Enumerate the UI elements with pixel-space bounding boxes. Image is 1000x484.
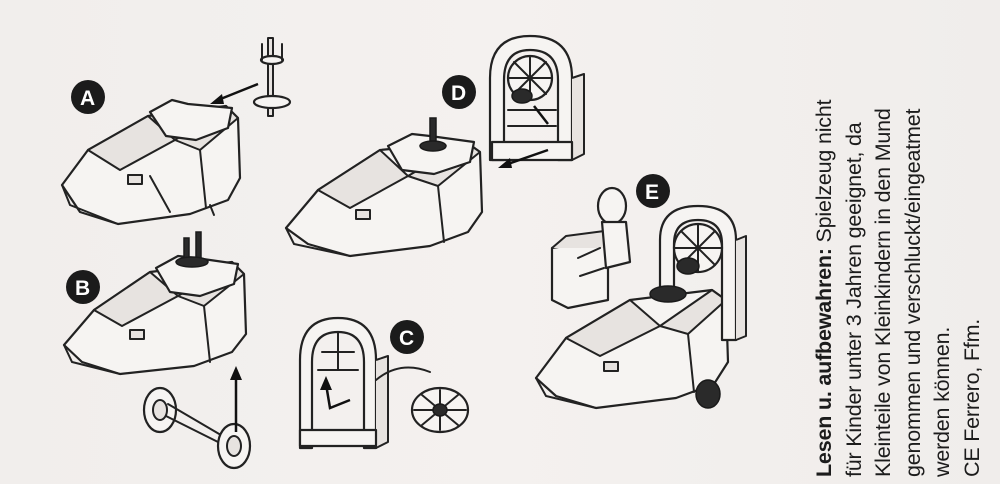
step-d-badge: D [442,75,476,109]
warning-line-1: Lesen u. aufbewahren: Spielzeug nicht [810,17,840,477]
step-b-label: B [75,277,90,300]
step-e-badge: E [636,174,670,208]
warning-line-1-rest: Spielzeug nicht [812,99,836,249]
step-d-illustration: D [284,34,585,258]
warning-heading: Lesen u. aufbewahren: [812,248,836,477]
assembly-illustrations: A B [60,34,747,470]
warning-line-6: CE Ferrero, Ffm. [958,17,988,477]
step-c-badge: C [390,320,424,354]
step-b-illustration: B [62,231,252,470]
step-d-label: D [451,82,466,105]
safety-warning-panel: Lesen u. aufbewahren: Spielzeug nicht fü… [800,0,1000,484]
step-b-badge: B [66,270,100,304]
ce-mark: CE [959,447,984,477]
step-a-badge: A [71,80,105,114]
step-e-label: E [645,181,659,204]
warning-line-2: für Kinder unter 3 Jahren geeignet, da [841,122,866,477]
brand-text: Ferrero, Ffm. [959,318,984,448]
warning-line-5: werden können. [930,326,954,477]
step-a-label: A [80,87,95,110]
warning-line-4: genommen und verschluckt/eingeatmet [900,108,925,477]
warning-line-3: Kleinteile von Kleinkindern in den Mund [871,108,895,477]
step-e-illustration: E [534,174,747,410]
safety-warning-text: Lesen u. aufbewahren: Spielzeug nicht fü… [810,17,987,477]
step-c-illustration: C [298,316,470,450]
step-a-illustration: A [60,37,292,226]
step-c-label: C [399,327,414,350]
